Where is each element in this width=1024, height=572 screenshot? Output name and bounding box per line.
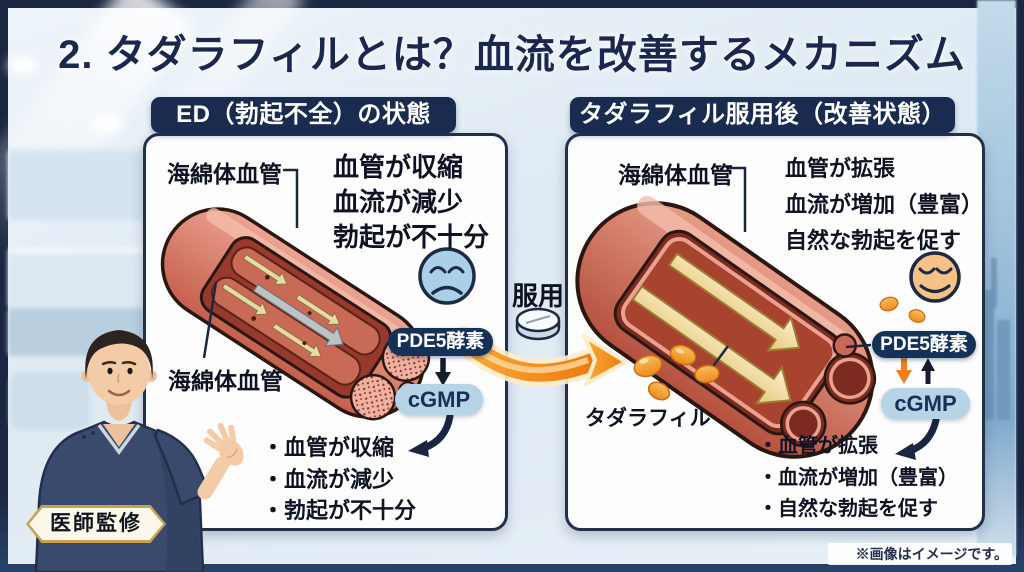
effect-line: 血管が拡張 (785, 156, 896, 181)
vessel-label-top-left: 海綿体血管 (167, 161, 282, 187)
clinic-counter (8, 248, 145, 308)
clinic-chair (10, 372, 90, 430)
effect-line: 血流が増加（豊富） (785, 192, 984, 217)
symptom-line: 勃起が不十分 (333, 222, 490, 252)
bullet-item: ・血流が減少 (262, 466, 395, 492)
right-bullet-list: ・血管が拡張 ・血流が増加（豊富） ・自然な勃起を促す (758, 431, 958, 526)
tadalafil-label: タダラフィル (585, 407, 711, 430)
bullet-item: ・血流が増加（豊富） (758, 466, 958, 489)
bullet-item: ・血管が収縮 (262, 435, 395, 460)
ceiling-light (96, 118, 120, 130)
image-disclaimer-note: ※画像はイメージです。 (828, 543, 1012, 565)
bullet-item: ・血管が拡張 (758, 435, 878, 457)
left-bullet-list: ・血管が収縮 ・血流が減少 ・勃起が不十分 (262, 432, 416, 527)
dose-label: 服用 (511, 281, 564, 311)
clinic-cabinet (8, 308, 145, 356)
effect-lines: 血管が拡張 血流が増加（豊富） 自然な勃起を促す (785, 151, 983, 259)
clinic-wall (8, 150, 145, 220)
symptom-lines: 血管が収縮 血流が減少 勃起が不十分 (333, 150, 489, 255)
cgmp-badge-left: cGMP (395, 384, 483, 415)
effect-line: 自然な勃起を促す (785, 228, 962, 253)
ceiling-light (12, 60, 34, 71)
doctor-supervised-badge-label: 医師監修 (29, 508, 163, 540)
vessel-label-bottom-left: 海綿体血管 (168, 368, 283, 394)
symptom-line: 血管が収縮 (333, 152, 464, 182)
bullet-item: ・勃起が不十分 (262, 498, 417, 523)
page-title: 2. タダラフィルとは？血流を改善するメカニズム (58, 33, 966, 77)
bullet-item: ・自然な勃起を促す (758, 498, 938, 520)
right-panel-header: タダラフィル服用後（改善状態） (570, 97, 955, 133)
left-panel-header: ED（勃起不全）の状態 (151, 97, 456, 133)
symptom-line: 血流が減少 (333, 187, 464, 217)
pde5-badge-right: PDE5酵素 (872, 331, 976, 358)
pde5-badge-left: PDE5酵素 (388, 328, 493, 356)
vessel-label-top-right: 海綿体血管 (618, 162, 733, 188)
doctor-supervised-badge: 医師監修 (26, 505, 166, 543)
cgmp-badge-right: cGMP (881, 388, 970, 419)
